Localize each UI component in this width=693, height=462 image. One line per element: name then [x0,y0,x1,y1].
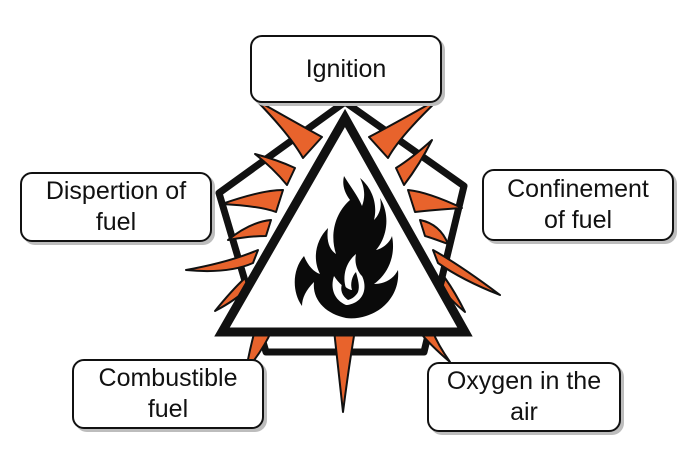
spikes [185,97,501,413]
flame-icon [294,176,399,319]
spike-right-2 [407,189,463,213]
label-dispertion-line-2: fuel [95,208,137,236]
label-ignition: Ignition [250,35,442,103]
spike-top-right [368,97,441,159]
label-dispertion-line-1: Dispertion of [45,177,187,205]
spike-left-4 [185,249,259,273]
label-ignition-text: Ignition [305,54,387,83]
spike-right-4 [432,249,501,296]
label-confinement-line-2: of fuel [543,206,613,234]
spike-left-3 [227,219,272,241]
flame-inner-core [341,272,359,300]
label-combustible-line-2: fuel [147,395,189,423]
spike-right-3 [419,219,449,245]
label-oxygen-line-1: Oxygen in the [446,367,602,395]
spike-left-1 [254,153,296,186]
label-combustible-fuel: Combustible fuel [72,359,264,429]
label-combustible-line-1: Combustible [98,364,238,392]
label-confinement-of-fuel: Confinement of fuel [482,169,674,241]
label-oxygen-in-the-air: Oxygen in the air [427,362,621,432]
label-oxygen-line-2: air [510,398,538,426]
flame-main [294,176,399,319]
label-confinement-line-1: Confinement [507,175,649,203]
spike-right-1 [395,139,433,186]
label-dispertion-of-fuel: Dispertion of fuel [20,172,212,242]
spike-left-2 [221,189,284,213]
spike-bottom-center [333,329,356,413]
